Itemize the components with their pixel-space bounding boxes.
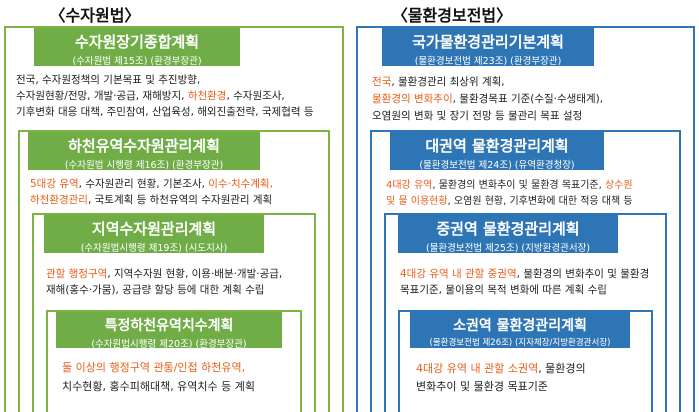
left-frame-level1 bbox=[4, 26, 344, 412]
right-frame-level1 bbox=[356, 26, 695, 412]
description-text: 수자원현황/전망, 개발·공급, 재해방지, bbox=[16, 90, 188, 102]
right-plan-name: 국가물환경관리기본계획 bbox=[412, 33, 564, 51]
left-plan-basis: (수자원법시행령 제19조) (시도지사) bbox=[80, 243, 228, 253]
description-highlight: 전국 bbox=[372, 76, 392, 88]
description-highlight: 4대강 유역 bbox=[386, 180, 433, 191]
left-plan-name: 지역수자원관리계획 bbox=[91, 220, 217, 238]
description-line: 및 물 이용현황, 오염원 현황, 기후변화에 대한 적응 대책 등 bbox=[386, 194, 633, 210]
description-text: , 물환경의 변화추이 및 물환경 목표기준, bbox=[432, 180, 605, 191]
description-highlight: 물환경의 변화추이 bbox=[372, 93, 453, 105]
description-text: 변화추이 및 물환경 목표기준 bbox=[416, 380, 548, 393]
description-highlight: 상수원 bbox=[604, 180, 633, 191]
right-plan-name: 소권역 물환경관리계획 bbox=[453, 318, 587, 334]
right-frame-level4 bbox=[398, 310, 653, 412]
description-text: , 수자원관리 현황, 기본조사, bbox=[78, 178, 209, 190]
description-line: 4대강 유역 내 관할 중권역, 물환경의 변화추이 및 물환경 bbox=[400, 266, 649, 282]
right-plan-basis: (물환경보전법 제23조) (환경부장관) bbox=[414, 56, 562, 66]
right-plan-header: 중권역 물환경관리계획 (물환경보전법 제25조) (지방환경관서장) bbox=[398, 215, 618, 253]
description-line: 4대강 유역 내 관할 소권역, 물환경의 bbox=[416, 360, 586, 378]
left-plan-description: 5대강 유역, 수자원관리 현황, 기본조사, 이수·치수계획,하천환경관리, … bbox=[30, 176, 273, 208]
left-plan-description: 관할 행정구역, 지역수자원 현황, 이용·배분·개발·공급, 재해(홍수·가뭄)… bbox=[46, 266, 282, 298]
description-line: 전국, 수자원정책의 기본목표 및 추진방향, bbox=[16, 72, 314, 88]
description-text: 재해(홍수·가뭄), 공급량 할당 등에 대한 계획 수립 bbox=[46, 284, 265, 296]
left-frame-level2 bbox=[18, 130, 330, 412]
right-plan-name: 중권역 물환경관리계획 bbox=[436, 220, 580, 238]
description-highlight: 하천환경 bbox=[187, 90, 227, 102]
description-highlight: 및 물 이용현황 bbox=[386, 196, 448, 207]
description-line: 4대강 유역, 물환경의 변화추이 및 물환경 목표기준, 상수원 bbox=[386, 178, 633, 194]
description-line: 치수현황, 홍수피해대책, 유역치수 등 계획 bbox=[62, 377, 255, 396]
right-plan-basis: (물환경보전법 제24조) (유역환경청장) bbox=[419, 160, 575, 170]
description-highlight: 4대강 유역 내 관할 중권역 bbox=[400, 268, 517, 280]
description-line: 관할 행정구역, 지역수자원 현황, 이용·배분·개발·공급, bbox=[46, 266, 282, 282]
left-plan-name: 특정하천유역치수계획 bbox=[104, 318, 234, 334]
right-plan-basis: (물환경보전법 제26조) (지자체장/지방환경관서장) bbox=[429, 338, 611, 348]
description-text: 오염원의 변화 및 장기 전망 등 물관리 목표 설정 bbox=[372, 110, 583, 122]
right-plan-name: 대권역 물환경관리계획 bbox=[425, 137, 569, 155]
description-text: , 국토계획 등 하천유역의 수자원관리 계획 bbox=[87, 194, 273, 206]
description-line: 물환경의 변화추이, 물환경목표 기준(수질·수생태계), bbox=[372, 91, 603, 108]
left-plan-description: 둘 이상의 행정구역 관통/인접 하천유역, 치수현황, 홍수피해대책, 유역치수… bbox=[62, 358, 255, 396]
description-line: 전국, 물환경관리 최상위 계획, bbox=[372, 74, 603, 91]
description-line: 오염원의 변화 및 장기 전망 등 물관리 목표 설정 bbox=[372, 108, 603, 125]
right-column-title: 〈물환경보전법〉 bbox=[391, 6, 513, 25]
description-text: , 지역수자원 현황, 이용·배분·개발·공급, bbox=[107, 268, 283, 280]
left-plan-basis: (수자원법시행령 제20조) (환경부장관) bbox=[91, 339, 247, 348]
description-line: 목표기준, 물이용의 목적 변화에 따른 계획 수립 bbox=[400, 282, 649, 298]
description-highlight: 둘 이상의 행정구역 관통/인접 하천유역, bbox=[62, 361, 246, 374]
right-plan-description: 전국, 물환경관리 최상위 계획,물환경의 변화추이, 물환경목표 기준(수질·… bbox=[372, 74, 603, 125]
description-line: 기후변화 대응 대책, 주민참여, 산업육성, 해외진출전략, 국제협력 등 bbox=[16, 104, 314, 120]
description-highlight: 5대강 유역 bbox=[30, 178, 79, 190]
right-plan-header: 소권역 물환경관리계획 (물환경보전법 제26조) (지자체장/지방환경관서장) bbox=[410, 312, 630, 348]
description-line: 재해(홍수·가뭄), 공급량 할당 등에 대한 계획 수립 bbox=[46, 282, 282, 298]
right-plan-header: 대권역 물환경관리계획 (물환경보전법 제24조) (유역환경청장) bbox=[390, 132, 604, 170]
left-plan-description: 전국, 수자원정책의 기본목표 및 추진방향, 수자원현황/전망, 개발·공급, … bbox=[16, 72, 314, 120]
description-text: 목표기준, 물이용의 목적 변화에 따른 계획 수립 bbox=[400, 284, 607, 296]
description-text: 전국, 수자원정책의 기본목표 및 추진방향, bbox=[16, 74, 201, 86]
left-plan-basis: (수자원법 제15조) (환경부장관) bbox=[72, 56, 202, 66]
description-text: , 물환경목표 기준(수질·수생태계), bbox=[452, 93, 604, 105]
description-text: , 물환경의 변화추이 및 물환경 bbox=[516, 268, 650, 280]
right-frame-level3 bbox=[384, 213, 667, 412]
right-plan-header: 국가물환경관리기본계획 (물환경보전법 제23조) (환경부장관) bbox=[382, 28, 594, 66]
left-plan-header: 지역수자원관리계획 (수자원법시행령 제19조) (시도지사) bbox=[44, 215, 264, 253]
description-highlight: 이수·치수계획, bbox=[208, 178, 273, 190]
description-line: 둘 이상의 행정구역 관통/인접 하천유역, bbox=[62, 358, 255, 377]
left-plan-header: 특정하천유역치수계획 (수자원법시행령 제20조) (환경부장관) bbox=[56, 312, 282, 348]
description-text: , 물환경의 bbox=[538, 362, 586, 375]
left-plan-name: 수자원장기종합계획 bbox=[74, 33, 200, 51]
left-frame-level4 bbox=[46, 310, 302, 412]
description-text: , 수자원조사, bbox=[226, 90, 285, 102]
left-plan-name: 하천유역수자원관리계획 bbox=[68, 137, 220, 155]
left-plan-header: 하천유역수자원관리계획 (수자원법 시행령 제16조) (환경부장관) bbox=[28, 132, 260, 170]
description-text: , 물환경관리 최상위 계획, bbox=[391, 76, 505, 88]
left-frame-level3 bbox=[32, 213, 316, 412]
left-plan-header: 수자원장기종합계획 (수자원법 제15조) (환경부장관) bbox=[34, 28, 240, 66]
description-highlight: 4대강 유역 내 관할 소권역 bbox=[416, 362, 539, 375]
description-highlight: 관할 행정구역 bbox=[46, 268, 108, 280]
description-line: 하천환경관리, 국토계획 등 하천유역의 수자원관리 계획 bbox=[30, 192, 273, 208]
right-frame-level2 bbox=[370, 130, 681, 412]
description-text: 기후변화 대응 대책, 주민참여, 산업육성, 해외진출전략, 국제협력 등 bbox=[16, 106, 314, 118]
left-column-title: 〈수자원법〉 bbox=[49, 6, 141, 25]
description-text: 치수현황, 홍수피해대책, 유역치수 등 계획 bbox=[62, 380, 256, 393]
left-plan-basis: (수자원법 시행령 제16조) (환경부장관) bbox=[64, 160, 224, 170]
description-text: , 오염원 현황, 기후변화에 대한 적응 대책 등 bbox=[447, 196, 633, 207]
description-line: 5대강 유역, 수자원관리 현황, 기본조사, 이수·치수계획, bbox=[30, 176, 273, 192]
description-line: 변화추이 및 물환경 목표기준 bbox=[416, 378, 586, 396]
right-plan-basis: (물환경보전법 제25조) (지방환경관서장) bbox=[425, 243, 591, 253]
description-highlight: 하천환경관리 bbox=[30, 194, 88, 206]
description-line: 수자원현황/전망, 개발·공급, 재해방지, 하천환경, 수자원조사, bbox=[16, 88, 314, 104]
